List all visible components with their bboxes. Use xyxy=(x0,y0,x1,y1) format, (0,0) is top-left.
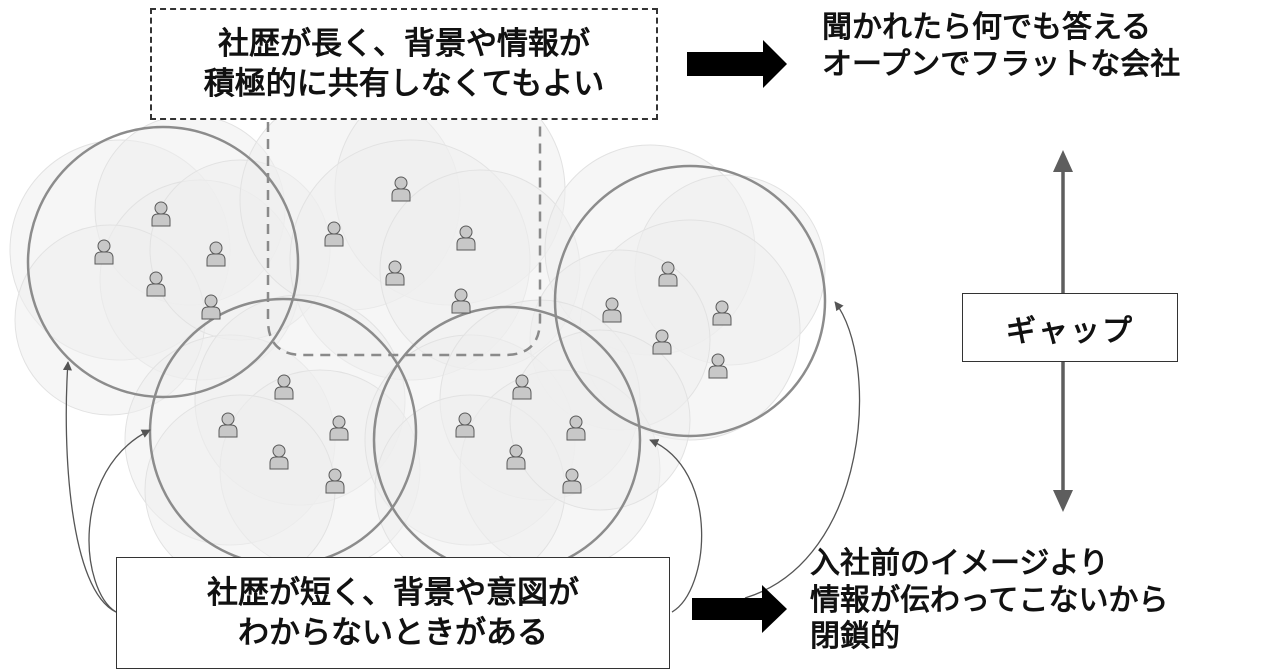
open-company-label: 聞かれたら何でも答える オープンでフラットな会社 xyxy=(822,10,1180,83)
closed-company-label: 入社前のイメージより 情報が伝わってこないから 閉鎖的 xyxy=(810,546,1169,656)
vertical-double-arrow-icon xyxy=(1053,150,1073,512)
open-company-line-2: オープンでフラットな会社 xyxy=(822,46,1181,82)
group-top-left-circle xyxy=(26,125,300,399)
closed-company-line-3: 閉鎖的 xyxy=(810,619,900,655)
long-tenure-note-line-2: 積極的に共有しなくてもよい xyxy=(203,66,605,102)
background-blobs xyxy=(9,74,826,586)
connector-to-top-left-group xyxy=(62,361,117,613)
closed-company-line-1: 入社前のイメージより xyxy=(810,546,1109,581)
dashed-region-outline xyxy=(266,122,542,357)
right-arrow-icon xyxy=(687,40,787,88)
short-tenure-note-line-2: わからないときがある xyxy=(238,615,548,651)
connector-to-right-group xyxy=(744,301,861,599)
closed-company-line-2: 情報が伝わってこないから xyxy=(810,582,1169,618)
connector-to-bottom-left-group xyxy=(88,429,151,613)
group-bottom-center-blob xyxy=(509,329,691,511)
group-right-circle xyxy=(553,164,827,438)
long-tenure-note-line-1: 社歴が長く、背景や情報が xyxy=(218,25,590,62)
gap-box: ギャップ xyxy=(962,293,1178,362)
connector-to-bottom-center-group xyxy=(649,439,703,613)
right-arrow-icon xyxy=(692,585,787,633)
short-tenure-note-box: 社歴が短く、背景や意図が わからないときがある xyxy=(116,557,670,669)
long-tenure-note-box: 社歴が長く、背景や情報が 積極的に共有しなくてもよい xyxy=(150,8,658,120)
short-tenure-note-line-1: 社歴が短く、背景や意図が xyxy=(207,574,579,611)
open-company-line-1: 聞かれたら何でも答える xyxy=(822,10,1152,45)
gap-label: ギャップ xyxy=(1006,313,1134,349)
